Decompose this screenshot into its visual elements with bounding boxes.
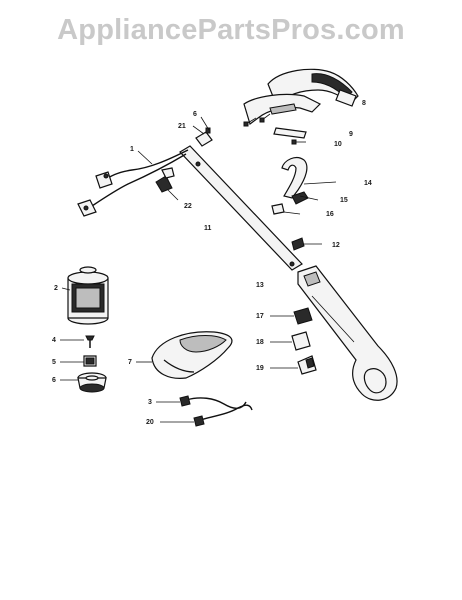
callout-4: 4 [52,337,56,344]
callout-19: 19 [256,365,264,372]
callout-3: 3 [148,399,152,406]
lower-housing-part [297,265,398,401]
callout-20: 20 [146,419,154,426]
callout-13: 13 [256,282,264,289]
callout-6-upper: 6 [193,111,197,118]
callout-15: 15 [340,197,348,204]
spool-hub-part [60,372,107,393]
spacer-part [60,355,97,367]
screw-part [60,335,95,348]
callout-2: 2 [54,285,58,292]
motor-part [61,266,109,325]
d-handle-part [271,156,337,215]
callout-1: 1 [130,146,134,153]
callout-8: 8 [362,100,366,107]
shaft-cap-part [291,237,322,251]
callout-14: 14 [364,180,372,187]
watermark: AppliancePartsPros.com [57,14,405,46]
callout-11: 11 [204,225,212,232]
power-cord-part [77,149,189,217]
main-shaft-part [179,145,303,271]
callout-7: 7 [128,359,132,366]
callout-17: 17 [256,313,264,320]
callout-18: 18 [256,339,264,346]
callout-16: 16 [326,211,334,218]
callout-22: 22 [184,203,192,210]
callout-21: 21 [178,123,186,130]
switch-bracket-part [192,116,213,147]
callout-12: 12 [332,242,340,249]
callout-6-lower: 6 [52,377,56,384]
handle-half-part [243,93,322,125]
callout-labels: 1 2 3 4 5 6 6 7 8 9 10 11 12 13 14 15 16… [52,100,372,426]
callout-10: 10 [334,141,342,148]
trimmer-line-part [156,395,253,427]
clamp-parts [270,307,317,375]
guard-part [136,331,233,379]
handle-screws [243,113,307,145]
callout-9: 9 [349,131,353,138]
callout-5: 5 [52,359,56,366]
cord-clip-part [155,167,179,201]
